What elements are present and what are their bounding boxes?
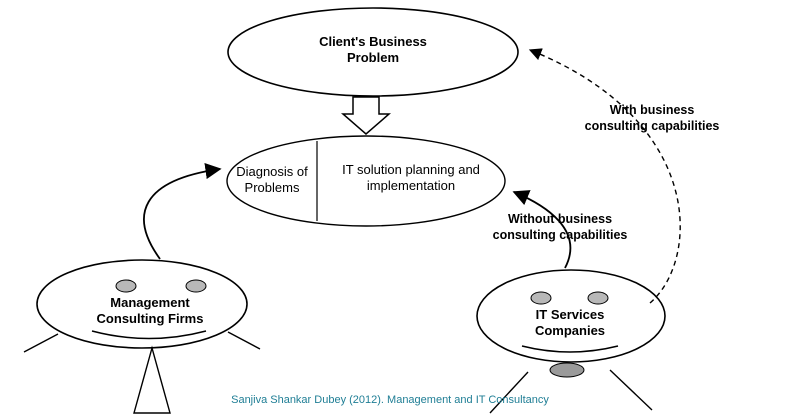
it-right-eye (587, 291, 609, 305)
source-caption: Sanjiva Shankar Dubey (2012). Management… (231, 394, 549, 406)
arrow-it-to-process (512, 190, 572, 269)
mgmt-body-triangle (133, 345, 171, 414)
it-body-ellipse (549, 362, 585, 378)
mgmt-right-whisker (227, 331, 261, 350)
down-block-arrow (340, 96, 392, 135)
edge-label-without-business: Without business consulting capabilities (492, 212, 628, 242)
mgmt-smile (91, 330, 207, 340)
node-client-business-problem: Client's Business Problem (319, 34, 427, 66)
it-left-leg (489, 371, 529, 414)
mgmt-left-whisker (23, 333, 59, 353)
mgmt-left-eye (115, 279, 137, 293)
it-right-leg (609, 369, 653, 411)
node-diagnosis-of-problems: Diagnosis of Problems (236, 164, 308, 196)
client-problem-ellipse (227, 7, 519, 97)
node-management-consulting-firms: Management Consulting Firms (96, 295, 204, 327)
it-smile (521, 345, 619, 353)
process-ellipse (226, 135, 506, 227)
node-it-solution-planning: IT solution planning and implementation (342, 162, 480, 194)
dashed-arrow-it-to-problem (528, 48, 681, 304)
edge-label-with-business: With business consulting capabilities (584, 103, 720, 133)
it-face-ellipse (476, 269, 666, 363)
it-left-eye (530, 291, 552, 305)
mgmt-right-eye (185, 279, 207, 293)
arrow-mgmt-to-diagnosis (143, 163, 222, 260)
node-it-services-companies: IT Services Companies (534, 307, 606, 339)
